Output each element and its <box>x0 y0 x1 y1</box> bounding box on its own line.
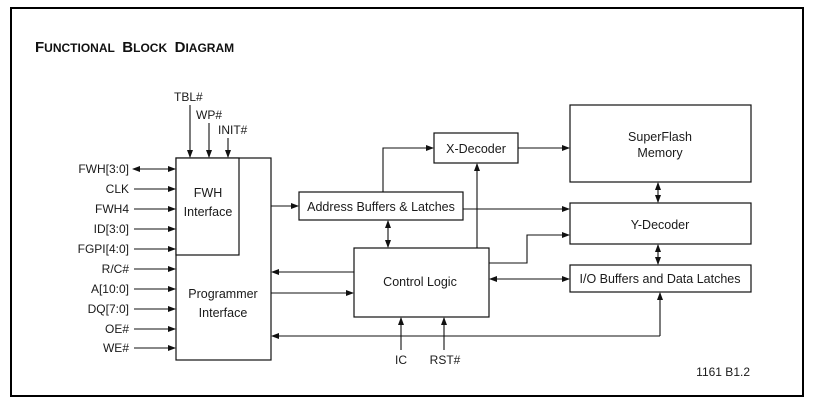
signal-ic: IC <box>395 353 407 367</box>
interconnects <box>271 145 663 339</box>
signal-wp: WP# <box>196 108 222 122</box>
diagram-frame <box>10 7 804 397</box>
signal-tbl: TBL# <box>174 90 203 104</box>
superflash-memory-block: SuperFlash Memory <box>569 104 752 183</box>
superflash-label: SuperFlash <box>628 130 692 144</box>
io-buffers-block: I/O Buffers and Data Latches <box>569 264 752 293</box>
left-signals: FWH[3:0] CLK FWH4 ID[3:0] FGPI[4:0] R/C#… <box>78 162 176 355</box>
address-buffers-label: Address Buffers & Latches <box>307 200 455 214</box>
top-signals: TBL# WP# INIT# <box>174 90 248 158</box>
signal-dq-7-0: DQ[7:0] <box>88 302 129 316</box>
signal-rc: R/C# <box>102 262 130 276</box>
signal-a-10-0: A[10:0] <box>91 282 129 296</box>
control-logic-label: Control Logic <box>383 275 457 289</box>
wire-control-to-ydec <box>489 232 570 264</box>
signal-init: INIT# <box>218 123 248 137</box>
io-buffers-label: I/O Buffers and Data Latches <box>580 272 741 286</box>
diagram-title: FUNCTIONAL BLOCK DIAGRAM <box>35 39 234 56</box>
signal-oe: OE# <box>105 322 129 336</box>
superflash-label: Memory <box>637 146 683 160</box>
signal-id-3-0: ID[3:0] <box>94 222 129 236</box>
signal-fwh4: FWH4 <box>95 202 129 216</box>
wire-addr-to-xdec <box>382 145 434 192</box>
programmer-interface-label: Programmer <box>188 287 257 301</box>
x-decoder-block: X-Decoder <box>433 132 519 164</box>
signal-clk: CLK <box>106 182 129 196</box>
fwh-interface-block: FWH Interface <box>175 157 240 256</box>
programmer-interface-label: Interface <box>199 306 248 320</box>
x-decoder-label: X-Decoder <box>446 142 506 156</box>
signal-rst: RST# <box>430 353 461 367</box>
figure-id: 1161 B1.2 <box>696 365 750 379</box>
y-decoder-label: Y-Decoder <box>631 218 690 232</box>
bottom-signals: IC RST# <box>395 317 461 367</box>
address-buffers-block: Address Buffers & Latches <box>298 191 464 221</box>
control-logic-block: Control Logic <box>353 247 490 318</box>
signal-fgpi-4-0: FGPI[4:0] <box>78 242 129 256</box>
signal-we: WE# <box>103 341 129 355</box>
fwh-interface-label: Interface <box>184 205 233 219</box>
signal-fwh-3-0: FWH[3:0] <box>78 162 129 176</box>
y-decoder-block: Y-Decoder <box>569 202 752 245</box>
fwh-interface-label: FWH <box>194 186 222 200</box>
